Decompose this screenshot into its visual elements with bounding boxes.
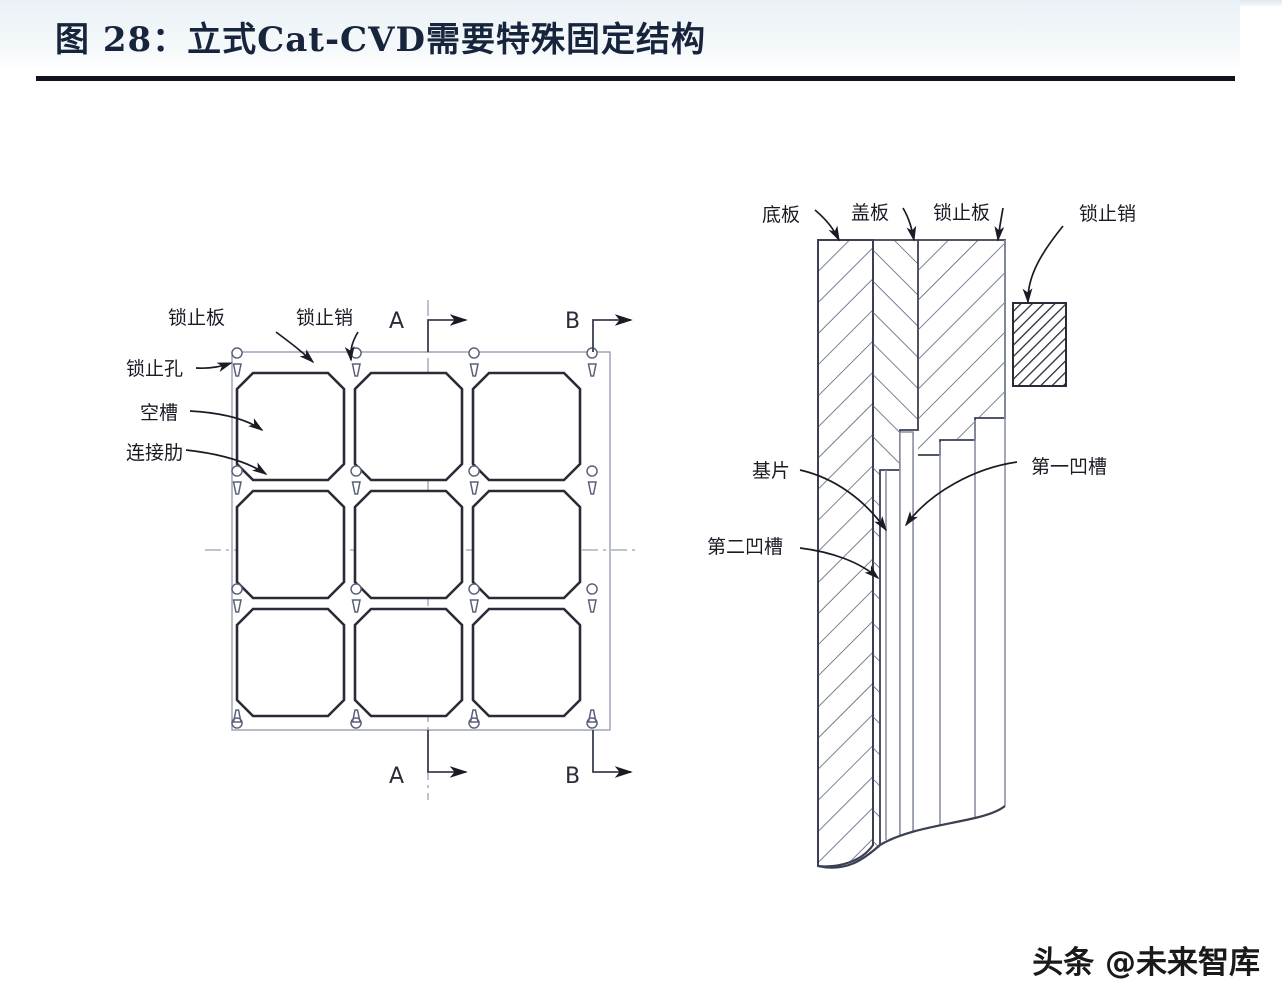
- label-base-plate: 底板: [762, 204, 800, 226]
- section-mark-b-top: B: [565, 309, 580, 334]
- opening-r2c1: [235, 489, 346, 600]
- watermark: 头条 @未来智库: [1032, 945, 1260, 981]
- section-marks: A B A B: [389, 309, 580, 789]
- header-rule: [36, 76, 1235, 81]
- lock-pin: [231, 709, 243, 729]
- lock-pin: [468, 347, 480, 377]
- left-view-labels: 锁止板 锁止销 锁止孔 空槽 连接肋: [126, 307, 353, 464]
- lock-pin: [231, 465, 243, 495]
- lock-pin: [586, 347, 598, 377]
- leader-lock-hole: [195, 362, 233, 372]
- lock-pin: [350, 583, 362, 613]
- opening-r3c3: [471, 607, 582, 718]
- section-arrow-a-bottom: [427, 730, 468, 778]
- opening-r2c3: [471, 489, 582, 600]
- section-mark-a-bottom: A: [389, 764, 404, 789]
- lock-pin: [468, 583, 480, 613]
- right-leaders: [799, 207, 1064, 580]
- leader-groove-2: [799, 547, 880, 580]
- lock-pin: [586, 465, 598, 495]
- leader-lock-pin: [344, 331, 359, 362]
- lock-pin: [468, 709, 480, 729]
- leader-substrate: [799, 469, 887, 532]
- left-plate-view: 锁止板 锁止销 锁止孔 空槽 连接肋 A B A B: [126, 300, 640, 800]
- label-lock-plate-section: 锁止板: [933, 202, 990, 224]
- figure-area: 锁止板 锁止销 锁止孔 空槽 连接肋 A B A B: [0, 90, 1282, 920]
- section-arrow-a-top: [427, 314, 468, 352]
- leader-cover-plate: [902, 207, 917, 242]
- lock-pins: [231, 347, 598, 729]
- lock-pin: [350, 709, 362, 729]
- base-plate-hatch: [818, 240, 873, 867]
- leader-groove-1: [904, 461, 1018, 527]
- section-arrow-b-top: [592, 314, 633, 352]
- label-lock-pin-section: 锁止销: [1079, 203, 1136, 225]
- leader-lock-pin-sec: [1022, 225, 1064, 304]
- lock-pin-block: [1012, 302, 1067, 387]
- lock-pin: [586, 709, 598, 729]
- right-section-view: 底板 盖板 锁止板 锁止销 基片 第一凹槽 第二凹槽: [707, 202, 1136, 869]
- lock-plate-hatch: [918, 240, 1005, 455]
- lock-pin: [586, 583, 598, 613]
- left-leaders: [185, 331, 359, 475]
- leader-lock-plate: [275, 331, 315, 364]
- leader-rib: [185, 449, 268, 475]
- section-mark-a-top: A: [389, 309, 404, 334]
- page-title: 图 28：立式Cat-CVD需要特殊固定结构: [55, 20, 706, 60]
- label-lock-hole: 锁止孔: [126, 358, 183, 380]
- lock-pin: [350, 347, 362, 377]
- leader-lock-plate-sec: [994, 207, 1005, 242]
- lock-pin: [350, 465, 362, 495]
- label-empty-slot: 空槽: [140, 402, 178, 424]
- opening-r2c2: [353, 489, 464, 600]
- technical-drawing: 锁止板 锁止销 锁止孔 空槽 连接肋 A B A B: [126, 202, 1136, 869]
- label-second-groove: 第二凹槽: [707, 536, 783, 558]
- section-arrow-b-bottom: [592, 730, 633, 778]
- leader-base-plate: [814, 209, 840, 242]
- opening-r3c2: [353, 607, 464, 718]
- break-line: [817, 805, 1006, 869]
- lock-pin: [231, 583, 243, 613]
- header-background: [0, 0, 1240, 72]
- opening-r1c1: [235, 371, 346, 482]
- label-substrate: 基片: [752, 460, 790, 482]
- label-first-groove: 第一凹槽: [1031, 456, 1107, 478]
- section-mark-b-bottom: B: [565, 764, 580, 789]
- plate-openings: [235, 371, 582, 718]
- opening-r1c2: [353, 371, 464, 482]
- lock-pin: [468, 465, 480, 495]
- plate-outer-frame: [231, 351, 611, 731]
- right-view-labels: 底板 盖板 锁止板 锁止销 基片 第一凹槽 第二凹槽: [707, 202, 1136, 558]
- label-lock-plate: 锁止板: [168, 307, 225, 329]
- cover-plate-hatch: [873, 240, 918, 858]
- section-arrows-top: [427, 314, 633, 352]
- leader-empty-slot: [189, 410, 264, 431]
- section-arrows-bottom: [427, 730, 633, 778]
- opening-r1c3: [471, 371, 582, 482]
- label-lock-pin: 锁止销: [296, 307, 353, 329]
- lock-pin: [231, 347, 243, 377]
- label-cover-plate: 盖板: [851, 202, 889, 224]
- label-connect-rib: 连接肋: [126, 442, 183, 464]
- substrate-strip: [899, 431, 914, 838]
- opening-r3c1: [235, 607, 346, 718]
